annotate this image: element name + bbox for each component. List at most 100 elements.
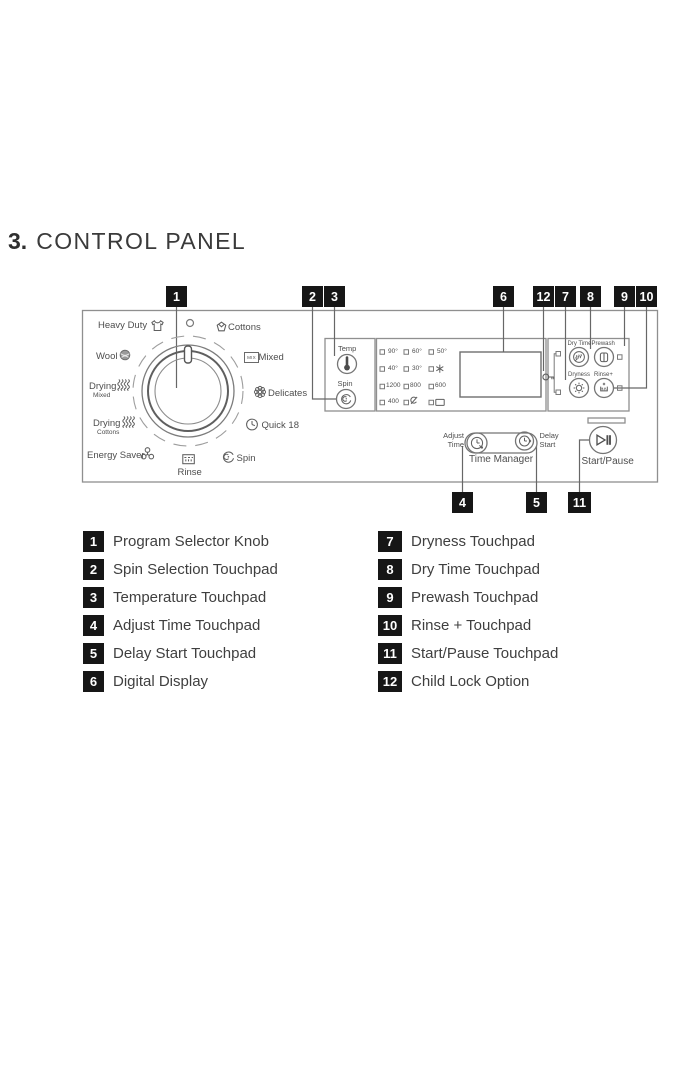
spin-spiral-icon xyxy=(341,394,352,405)
label-delicates: Delicates xyxy=(268,387,308,399)
label-adjust-time: Time xyxy=(447,440,464,449)
start-pause-touchpad xyxy=(588,425,618,455)
label-drying-mixed-sub: Mixed xyxy=(93,391,111,399)
label-quick-18: Quick 18 xyxy=(261,419,300,431)
legend-number-badge: 9 xyxy=(378,587,402,608)
play-pause-icon xyxy=(596,434,611,446)
callout-3: 3 xyxy=(324,286,345,307)
legend-number-badge: 11 xyxy=(378,643,402,664)
label-time-manager: Time Manager xyxy=(469,454,534,465)
legend-number-badge: 3 xyxy=(83,587,104,608)
time-manager-pill xyxy=(464,432,538,454)
legend-item-9: 9 Prewash Touchpad xyxy=(378,587,558,608)
label-spin: Spin xyxy=(236,452,256,464)
legend-label: Temperature Touchpad xyxy=(113,589,267,606)
rinse-tub-icon xyxy=(182,454,195,465)
legend-label: Rinse + Touchpad xyxy=(411,617,532,634)
legend-label: Spin Selection Touchpad xyxy=(113,561,278,578)
no-spin-icon xyxy=(410,396,418,405)
label-drying-cottons-sub: Cottons xyxy=(97,428,120,436)
label-drying-mixed: Drying xyxy=(89,380,117,392)
section-number: 3. xyxy=(8,228,28,254)
rinse-plus-touchpad xyxy=(593,377,615,399)
callout-4: 4 xyxy=(452,492,473,513)
label-rinse: Rinse xyxy=(177,466,202,478)
callout-9: 9 xyxy=(614,286,635,307)
shirt-icon xyxy=(151,320,164,332)
mix-badge-icon: MIX xyxy=(244,351,259,363)
dryness-sun-icon xyxy=(573,382,585,394)
callout-5: 5 xyxy=(526,492,547,513)
thermometer-icon xyxy=(344,356,350,371)
label-delay: Delay xyxy=(539,430,559,440)
legend-label: Start/Pause Touchpad xyxy=(411,645,559,662)
legend-label: Dry Time Touchpad xyxy=(411,561,540,578)
label-wool: Wool xyxy=(96,351,118,362)
legend-left-column: 1 Program Selector Knob 2 Spin Selection… xyxy=(83,531,278,699)
delay-start-touchpad xyxy=(514,431,535,451)
label-heavy-duty: Heavy Duty xyxy=(98,319,148,331)
legend-number-badge: 8 xyxy=(378,559,402,580)
led-label-30: 30° xyxy=(412,364,422,372)
legend-number-badge: 1 xyxy=(83,531,104,552)
callout-12: 12 xyxy=(533,286,554,307)
adjust-time-touchpad xyxy=(466,432,488,454)
legend-label: Child Lock Option xyxy=(411,673,530,690)
dryness-touchpad xyxy=(568,377,590,399)
led-label-600: 600 xyxy=(435,382,446,389)
label-dry-time: Dry Time xyxy=(567,340,592,347)
legend-item-2: 2 Spin Selection Touchpad xyxy=(83,559,278,580)
rinse-plus-icon xyxy=(600,382,608,392)
heat-waves-icon xyxy=(122,416,135,428)
legend-number-badge: 6 xyxy=(83,671,104,692)
callout-1: 1 xyxy=(166,286,187,307)
led-label-90: 90° xyxy=(388,347,398,355)
label-cottons: Cottons xyxy=(228,322,261,333)
legend-item-12: 12 Child Lock Option xyxy=(378,671,558,692)
wool-ball-icon xyxy=(119,349,131,361)
legend-item-10: 10 Rinse + Touchpad xyxy=(378,615,558,636)
heat-waves-icon xyxy=(117,379,130,391)
legend-item-5: 5 Delay Start Touchpad xyxy=(83,643,278,664)
legend-item-8: 8 Dry Time Touchpad xyxy=(378,559,558,580)
label-start-pause: Start/Pause xyxy=(581,455,634,467)
knob-off-dot xyxy=(185,318,195,328)
temp-touchpad xyxy=(336,353,358,375)
label-dryness: Dryness xyxy=(568,371,591,378)
prewash-touchpad xyxy=(593,346,615,368)
legend-label: Prewash Touchpad xyxy=(411,589,539,606)
adjust-time-icon xyxy=(470,436,484,450)
dry-time-icon xyxy=(573,351,585,363)
callout-lines xyxy=(175,307,648,492)
rinse-hold-icon xyxy=(435,398,445,406)
callout-6: 6 xyxy=(493,286,514,307)
delay-start-icon xyxy=(519,435,532,447)
knob-indicator-notch xyxy=(183,345,193,364)
led-label-60: 60° xyxy=(412,347,422,355)
dry-time-touchpad xyxy=(568,346,590,368)
clover-icon xyxy=(140,447,155,460)
callout-7: 7 xyxy=(555,286,576,307)
label-delay-start: Start xyxy=(539,439,556,449)
callout-11: 11 xyxy=(568,492,591,513)
clock-icon xyxy=(246,418,258,431)
callout-8: 8 xyxy=(580,286,601,307)
legend-item-1: 1 Program Selector Knob xyxy=(83,531,278,552)
child-lock-bracket xyxy=(553,353,556,393)
legend-label: Delay Start Touchpad xyxy=(113,645,257,662)
handle-bar xyxy=(587,417,626,424)
prewash-icon xyxy=(599,352,609,363)
led-label-800: 800 xyxy=(410,382,421,389)
section-title-text: CONTROL PANEL xyxy=(36,228,247,254)
label-energy-saver: Energy Saver xyxy=(87,449,145,461)
legend-item-11: 11 Start/Pause Touchpad xyxy=(378,643,558,664)
panel-outline xyxy=(81,309,659,483)
callout-2: 2 xyxy=(302,286,323,307)
legend-item-3: 3 Temperature Touchpad xyxy=(83,587,278,608)
legend-number-badge: 5 xyxy=(83,643,104,664)
legend-right-column: 7 Dryness Touchpad 8 Dry Time Touchpad 9… xyxy=(378,531,558,699)
label-mixed: Mixed xyxy=(258,351,284,363)
led-label-40: 40° xyxy=(388,364,398,372)
